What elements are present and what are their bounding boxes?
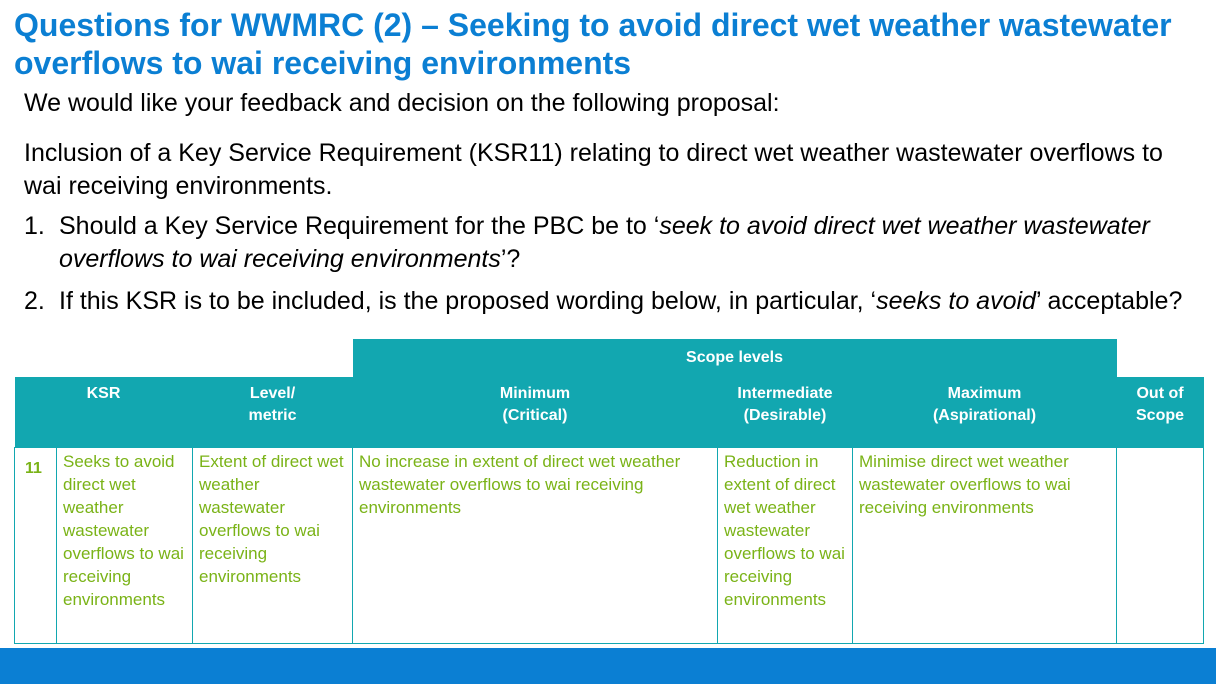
scope-levels-header: Scope levels bbox=[352, 339, 1117, 377]
column-header-row: KSR Level/metric Minimum(Critical) Inter… bbox=[14, 377, 1204, 448]
header-minimum: Minimum(Critical) bbox=[352, 377, 718, 448]
cell-ksr: Seeks to avoid direct wet weather wastew… bbox=[56, 447, 193, 644]
question-emphasis: seeks to avoid bbox=[876, 287, 1036, 315]
slide-title: Questions for WWMRC (2) – Seeking to avo… bbox=[14, 7, 1172, 81]
question-emphasis: seek to avoid direct wet weather wastewa… bbox=[59, 212, 1150, 273]
header-intermediate: Intermediate(Desirable) bbox=[717, 377, 853, 448]
ksr-table: Scope levels KSR Level/metric Minimum(Cr… bbox=[14, 339, 1205, 644]
table-row: 11 Seeks to avoid direct wet weather was… bbox=[14, 447, 1205, 644]
question-2: 2. If this KSR is to be included, is the… bbox=[24, 285, 1194, 318]
cell-minimum: No increase in extent of direct wet weat… bbox=[352, 447, 718, 644]
question-text: Should a Key Service Requirement for the… bbox=[59, 212, 660, 240]
scope-header-row: Scope levels bbox=[14, 339, 1204, 377]
question-text-end: ’? bbox=[500, 245, 521, 273]
row-index: 11 bbox=[14, 447, 57, 644]
cell-maximum: Minimise direct wet weather wastewater o… bbox=[851, 447, 1118, 644]
question-text: If this KSR is to be included, is the pr… bbox=[59, 287, 877, 315]
footer-bar bbox=[0, 648, 1216, 684]
cell-out-of-scope bbox=[1116, 447, 1205, 644]
cell-level-metric: Extent of direct wet weather wastewater … bbox=[192, 447, 353, 644]
question-number: 2. bbox=[24, 287, 45, 315]
question-text-end: ’ acceptable? bbox=[1035, 287, 1183, 315]
header-maximum: Maximum(Aspirational) bbox=[852, 377, 1117, 448]
header-level-metric: Level/metric bbox=[192, 377, 353, 448]
intro-text: We would like your feedback and decision… bbox=[24, 89, 780, 117]
question-1: 1. Should a Key Service Requirement for … bbox=[24, 210, 1194, 276]
cell-intermediate: Reduction in extent of direct wet weathe… bbox=[717, 447, 853, 644]
question-number: 1. bbox=[24, 212, 45, 240]
header-ksr: KSR bbox=[14, 377, 193, 448]
inclusion-text: Inclusion of a Key Service Requirement (… bbox=[24, 139, 1163, 200]
